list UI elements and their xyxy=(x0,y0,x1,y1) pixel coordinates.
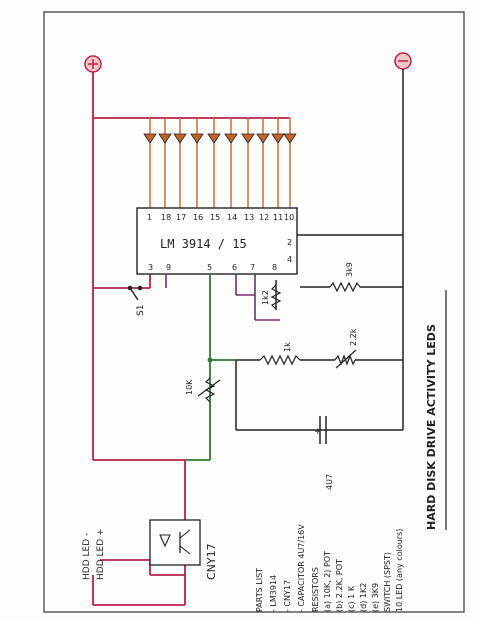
pin-label: 9 xyxy=(166,263,171,272)
capacitor-plus: + xyxy=(314,427,322,437)
page-border xyxy=(43,11,465,613)
optocoupler-cny17 xyxy=(149,519,201,566)
diagram-title: HARD DISK DRIVE ACTIVITY LEDS xyxy=(425,324,438,530)
lm3914-chip xyxy=(136,207,298,275)
purple-wires xyxy=(165,274,280,321)
pin-label: 4 xyxy=(287,255,292,264)
pin-label: 16 xyxy=(193,213,203,222)
pin-label: 13 xyxy=(244,213,254,222)
opto-led-icon xyxy=(159,534,171,548)
pin-label: 10 xyxy=(284,213,294,222)
capacitor-label: 4U7 xyxy=(325,474,334,490)
switch-label: S1 xyxy=(136,305,146,316)
parts-list-line: - LM3914 xyxy=(269,575,278,612)
parts-list-line: RESISTORS xyxy=(311,567,320,612)
pin-label: 7 xyxy=(250,263,255,272)
pot-2k2-label: 2.2k xyxy=(349,328,358,346)
opto-transistor-collector xyxy=(179,529,191,539)
pin-label: 11 xyxy=(273,213,283,222)
pin-label: 3 xyxy=(148,263,153,272)
parts-list-line: 10 LED (any colours) xyxy=(395,529,404,612)
parts-list-line: (b) 2.2K, POT xyxy=(335,559,344,612)
parts-list-line: - CNY17 xyxy=(283,580,292,612)
led-symbols xyxy=(143,133,297,144)
pin-label: 6 xyxy=(232,263,237,272)
parts-list-line: (c) 1 K xyxy=(347,585,356,612)
parts-list-heading: PARTS LIST xyxy=(255,568,264,612)
pin-label: 2 xyxy=(287,238,292,247)
parts-list-line: SWITCH (SPST) xyxy=(383,552,392,612)
red-wires xyxy=(92,72,290,606)
resistor-3k9-label: 3k9 xyxy=(345,262,354,277)
pin-label: 5 xyxy=(207,263,212,272)
parts-list-line: (d) 1K2 xyxy=(359,583,368,612)
pin-label: 14 xyxy=(227,213,237,222)
parts-list-line: (a) 10K, 2) POT xyxy=(323,551,332,612)
green-wires xyxy=(185,274,236,461)
pin-label: 12 xyxy=(259,213,269,222)
chip-label: LM 3914 / 15 xyxy=(160,237,247,251)
supply-terminal-right xyxy=(394,52,412,70)
junction-dot xyxy=(207,357,213,363)
pin-label: 18 xyxy=(161,213,171,222)
resistor-1k2 xyxy=(270,284,282,310)
pin-label: 8 xyxy=(272,263,277,272)
parts-list-line: - CAPACITOR 4U7/16V xyxy=(297,524,306,612)
opto-transistor-emitter xyxy=(179,545,191,555)
ground-wires xyxy=(235,69,404,431)
led-array xyxy=(149,118,291,210)
resistor-1k2-label: 1k2 xyxy=(261,290,270,305)
pot-10k xyxy=(197,377,221,403)
supply-terminal-left xyxy=(84,55,102,73)
pin-label: 1 xyxy=(147,213,152,222)
pot-label: 10K xyxy=(185,379,194,395)
pin-label: 17 xyxy=(176,213,186,222)
optocoupler-label: CNY17 xyxy=(205,543,218,580)
resistor-1k-label: 1k xyxy=(283,342,292,352)
hdd-led-minus-label: HDD LED - xyxy=(82,533,92,580)
resistor-3k9 xyxy=(329,281,361,293)
pot-2k2 xyxy=(334,349,357,369)
pin-label: 15 xyxy=(210,213,220,222)
hdd-led-plus-label: HDD LED + xyxy=(96,528,106,580)
capacitor-4u7 xyxy=(319,416,327,444)
parts-list-line: (e) 3K9 xyxy=(371,583,380,612)
resistor-1k xyxy=(259,354,301,366)
switch-s1 xyxy=(127,285,143,301)
